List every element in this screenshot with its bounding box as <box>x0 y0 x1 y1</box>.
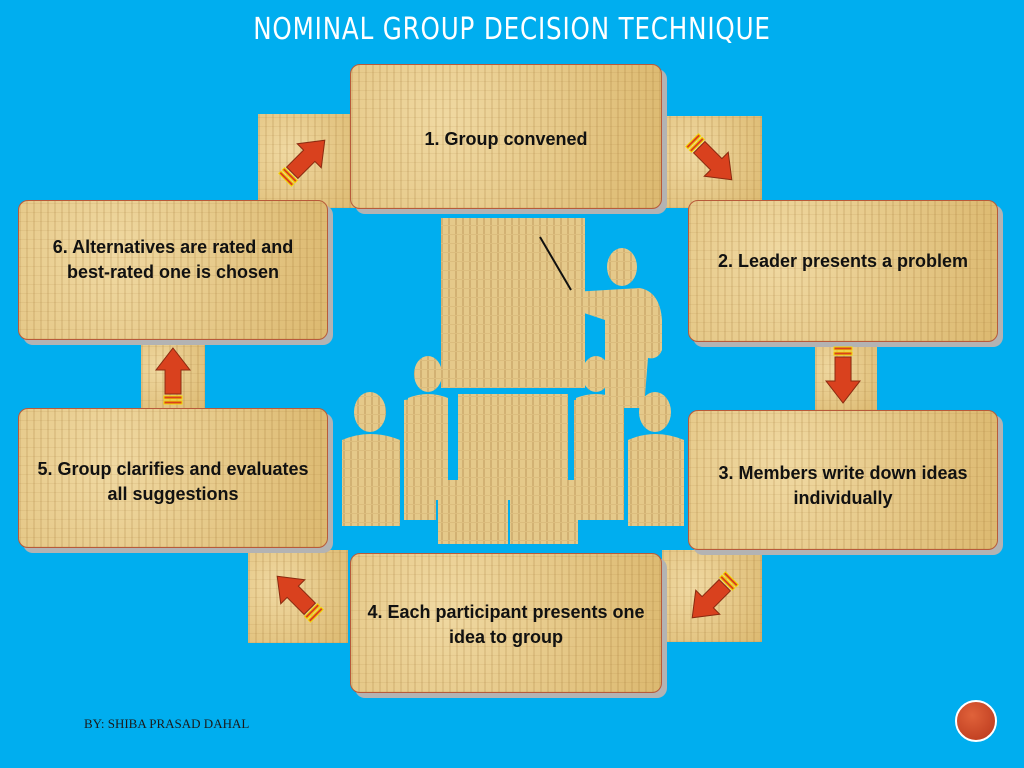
arrow-icon-3-to-4 <box>691 571 739 619</box>
step-4-label: 4. Each participant presents one idea to… <box>367 602 645 648</box>
pointer-stick <box>539 236 572 291</box>
step-6-box: 6. Alternatives are rated and best-rated… <box>18 200 328 340</box>
step-6-label: 6. Alternatives are rated and best-rated… <box>52 237 294 283</box>
arrow-icon-5-to-6 <box>154 347 192 405</box>
presentation-board <box>441 218 585 388</box>
audience-figure <box>342 356 684 544</box>
step-5-label: 5. Group clarifies and evaluates all sug… <box>37 459 309 505</box>
step-4-box: 4. Each participant presents one idea to… <box>350 553 662 693</box>
footer-author: BY: SHIBA PRASAD DAHAL <box>84 716 250 731</box>
arrow-icon-6-to-1 <box>278 139 326 187</box>
step-3-box: 3. Members write down ideas individually <box>688 410 998 550</box>
step-5-box: 5. Group clarifies and evaluates all sug… <box>18 408 328 548</box>
arrow-icon-4-to-5 <box>276 575 324 623</box>
step-1-box: 1. Group convened <box>350 64 662 209</box>
arrow-icon-1-to-2 <box>685 133 733 181</box>
presenter-figure <box>572 248 662 408</box>
page-title: NOMINAL GROUP DECISION TECHNIQUE <box>253 12 771 47</box>
step-3-label: 3. Members write down ideas individually <box>718 463 968 509</box>
arrow-icon-2-to-3 <box>824 346 862 404</box>
step-2-box: 2. Leader presents a problem <box>688 200 998 342</box>
step-2-label: 2. Leader presents a problem <box>717 251 969 271</box>
page-number-badge <box>955 700 997 742</box>
step-1-label: 1. Group convened <box>424 129 588 149</box>
